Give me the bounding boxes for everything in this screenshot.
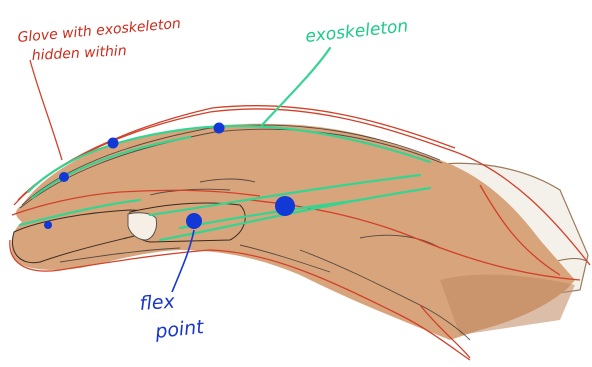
glove-label-line2: hidden within: [31, 43, 127, 64]
flex-point-dot: [214, 123, 225, 134]
flex-point-label-line1: flex: [139, 291, 176, 315]
flex-point-dot: [186, 213, 202, 229]
flex-point-label-line2: point: [153, 316, 206, 343]
flex-point-dot: [275, 196, 295, 216]
glove-label-line1: Glove with exoskeleton: [17, 16, 181, 46]
flex-point-dot: [44, 221, 52, 229]
flex-point-dot: [59, 172, 69, 182]
hand-body: [11, 124, 575, 340]
flex-point-dot: [108, 138, 119, 149]
exoskeleton-label: exoskeleton: [304, 16, 409, 47]
